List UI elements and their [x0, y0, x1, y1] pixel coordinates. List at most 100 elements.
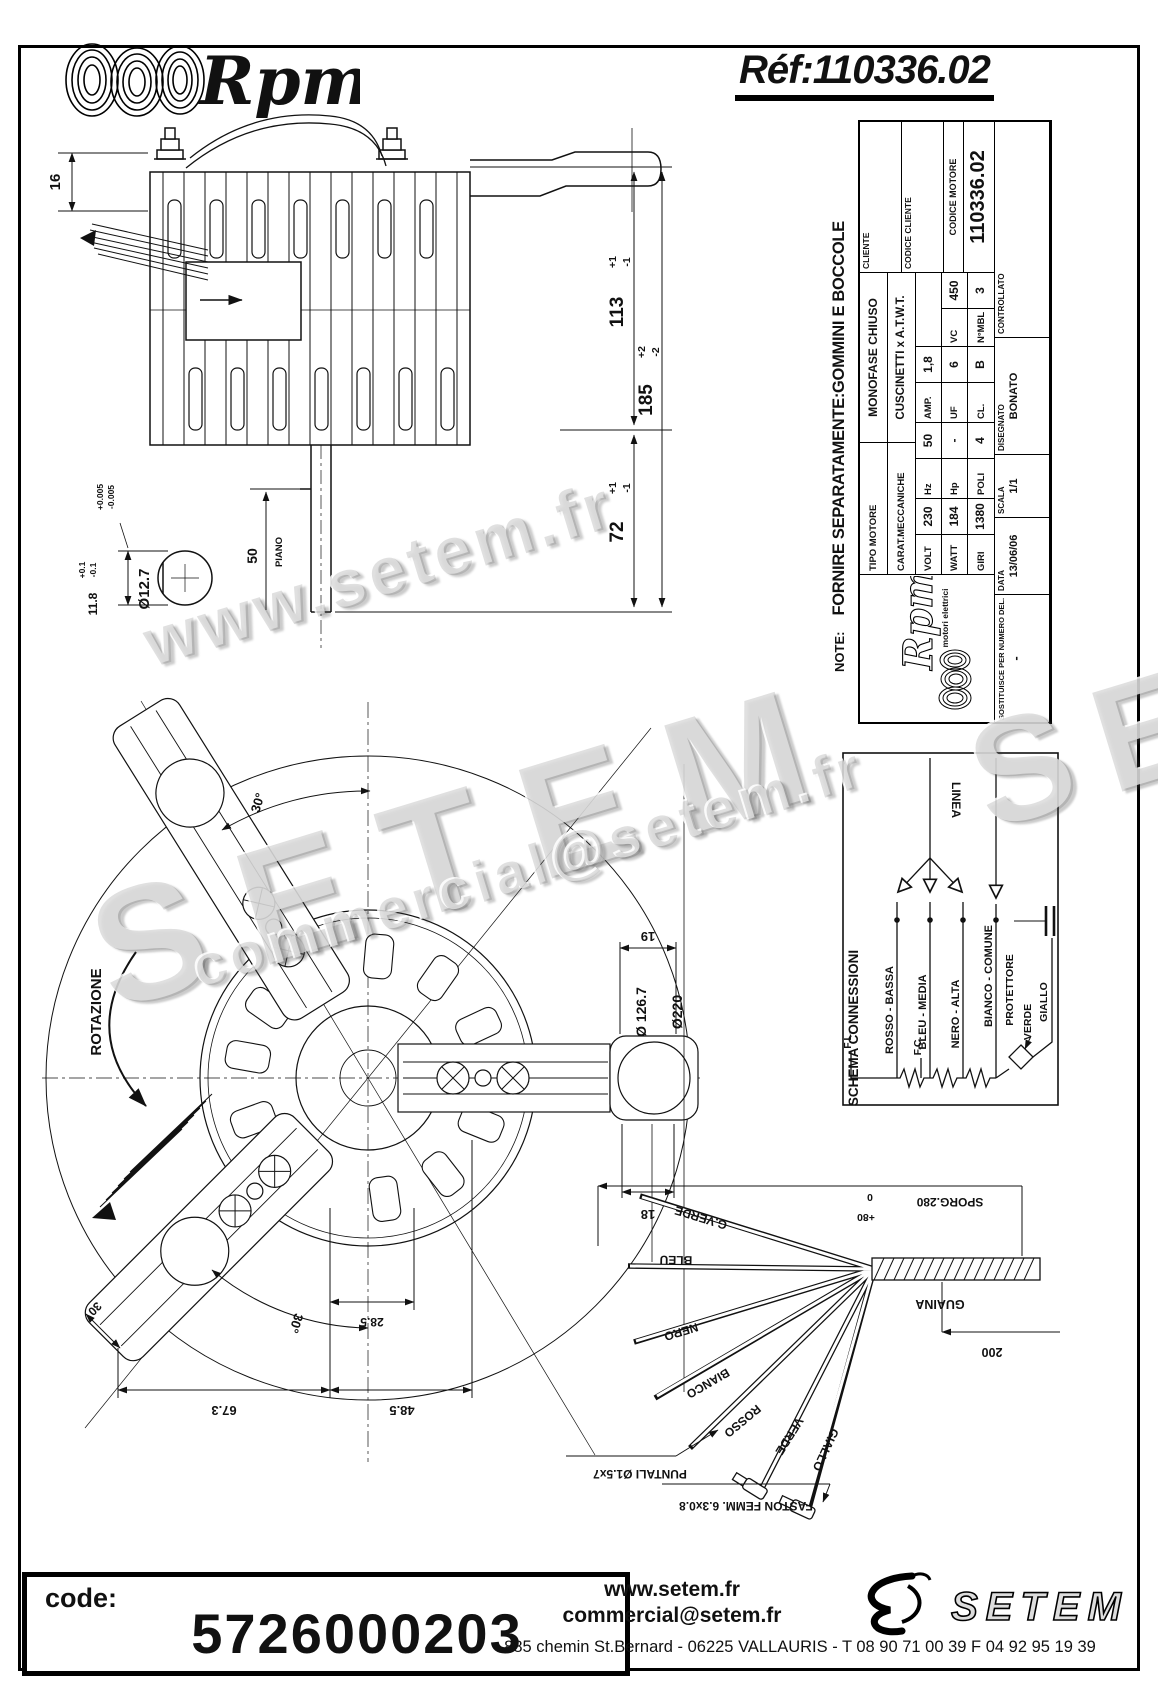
- shaft-detail: [118, 522, 213, 606]
- hp-label: Hp: [942, 458, 968, 498]
- tol-minus-01: -0.1: [88, 562, 98, 577]
- tol-minus-0005: -0.005: [106, 485, 116, 509]
- fornire-note: FORNIRE SEPARATAMENTE:GOMMINI E BOCCOLE: [830, 221, 848, 616]
- sostituisce-value: -: [1008, 656, 1023, 661]
- schema-connessioni: [842, 752, 1059, 1106]
- cable-wires-inner: [629, 1195, 876, 1511]
- sostituisce-cell: SOSTITUISCE PER NUMERO DEL. -: [995, 594, 1050, 722]
- cable-nero: NERO: [663, 1320, 700, 1344]
- spec-blank-cell: [916, 272, 942, 346]
- cl-value: B: [968, 346, 995, 382]
- rpm-logo: Rpm: [65, 42, 360, 120]
- cable-verde: VERDE: [773, 1415, 807, 1457]
- carat-label: CARAT.MECCANICHE: [888, 442, 916, 574]
- controllato-cell: CONTROLLATO: [995, 122, 1050, 337]
- lead-wires: [80, 223, 209, 281]
- dim-50: 50: [244, 548, 260, 564]
- cable-bleu: BLEU: [659, 1253, 692, 1268]
- scala-cell: SCALA 1/1: [995, 454, 1050, 517]
- wire-rosso-bassa: ROSSO - BASSA: [884, 966, 896, 1054]
- dim-113: 113: [607, 297, 628, 328]
- front-view-dims: [85, 764, 685, 1398]
- footer-website: www.setem.fr: [604, 1578, 740, 1601]
- dim-16: 16: [47, 174, 64, 191]
- dim-200: 200: [982, 1345, 1003, 1359]
- disegnato-value: BONATO: [1008, 372, 1020, 420]
- title-block: NOTE: FORNIRE SEPARATAMENTE:GOMMINI E BOC…: [830, 120, 1052, 724]
- giri-value: 1380: [968, 498, 995, 534]
- tb-logo-sub: motori elettrici: [940, 588, 950, 647]
- cliente-label: CLIENTE: [860, 122, 902, 272]
- tb-logo-text: Rpm: [895, 576, 942, 671]
- side-view-dims: [58, 152, 672, 613]
- data-label: DATA: [997, 569, 1006, 591]
- label-verde: VERDE: [1022, 1004, 1034, 1040]
- side-view: [80, 114, 662, 648]
- rpm-logo-small: Rpm motori elettrici: [894, 574, 972, 710]
- data-value: 13/06/06: [1008, 534, 1020, 578]
- dim-72-tol-plus: +1: [607, 482, 619, 494]
- dim-diameter-220: Ø220: [669, 995, 685, 1029]
- label-faston: FASTON FEMM. 6.3x0.8: [679, 1499, 813, 1513]
- stator-slots: [224, 933, 505, 1222]
- code-value: 5726000203: [191, 1602, 523, 1665]
- dim-19: 19: [641, 929, 655, 944]
- wire-bianco-comune: BIANCO - COMUNE: [983, 925, 995, 1027]
- hz-label: Hz: [916, 458, 942, 498]
- tol-plus-0005: +0.005: [95, 484, 105, 511]
- label-guaina: GUAINA: [915, 1297, 964, 1311]
- uf-label: UF: [942, 382, 968, 422]
- setem-brand-text: SETEM: [951, 1585, 1129, 1629]
- sporg-plus-80: +80: [857, 1211, 875, 1223]
- dim-185: 185: [636, 384, 657, 416]
- code-box: code: 5726000203: [22, 1572, 630, 1676]
- angle-top-30: 30°: [248, 791, 268, 814]
- front-wire-bundle: [92, 1093, 213, 1220]
- dim-72-tol-minus: -1: [621, 483, 633, 492]
- amp-value: 1,8: [916, 346, 942, 382]
- dim-113-tol-plus: +1: [607, 256, 619, 268]
- poli-label: POLI: [968, 458, 995, 498]
- label-piano: PIANO: [274, 537, 285, 567]
- dim-67-3: 67.3: [211, 1403, 236, 1418]
- label-fc: F.C.: [912, 1037, 924, 1056]
- front-view: [42, 697, 700, 1462]
- tipo-motore-label: TIPO MOTORE: [860, 442, 888, 574]
- title-block-logo-cell: Rpm motori elettrici: [860, 574, 995, 722]
- data-cell: DATA 13/06/06: [995, 517, 1050, 594]
- wire-bleu-media: BLEU - MEDIA: [917, 974, 929, 1049]
- tol-plus-01: +0.1: [77, 561, 87, 578]
- sostituisce-label: SOSTITUISCE PER NUMERO DEL.: [997, 597, 1006, 720]
- wire-nero-alta: NERO - ALTA: [950, 980, 962, 1049]
- angle-bottom-30: 30°: [286, 1312, 306, 1335]
- setem-logo: SETEM: [867, 1572, 1129, 1636]
- footer-address: 885 chemin St.Bernard - 06225 VALLAURIS …: [504, 1638, 1096, 1656]
- dim-11-8: 11.8: [86, 592, 100, 615]
- cable-gverde: G.VERDE: [673, 1203, 729, 1232]
- codice-cliente-label: CODICE CLIENTE: [902, 122, 944, 272]
- setem-swan-icon: [867, 1572, 932, 1636]
- arm-upper: [112, 697, 350, 1021]
- poli-value: 4: [968, 422, 995, 458]
- dim-diameter-126-7: Ø 126.7: [633, 987, 649, 1037]
- cable-bianco: BIANCO: [684, 1366, 732, 1402]
- watt-label: WATT: [942, 534, 968, 574]
- note-label: NOTE:: [832, 631, 847, 672]
- cable-dims: [566, 1182, 1060, 1503]
- dim-28-5: 28.5: [360, 1315, 384, 1329]
- cl-label: CL.: [968, 382, 995, 422]
- code-label: code:: [45, 1583, 118, 1613]
- dim-72: 72: [607, 521, 628, 542]
- mount-bolts: [154, 127, 408, 160]
- title-block-note-row: NOTE: FORNIRE SEPARATAMENTE:GOMMINI E BOC…: [830, 221, 849, 672]
- codice-motore-label: CODICE MOTORE: [944, 122, 964, 272]
- watt-value: 184: [942, 498, 968, 534]
- schema-title: SCHEMA CONNESSIONI: [846, 950, 861, 1106]
- hp-value: -: [942, 422, 968, 458]
- dim-113-tol-minus: -1: [621, 257, 633, 266]
- mbl-value: 3: [968, 272, 995, 308]
- dim-sporg-280: SPORG.280: [916, 1195, 983, 1209]
- cable-giallo: GIALLO: [810, 1426, 842, 1473]
- amp-label: AMP.: [916, 382, 942, 422]
- brand-text: Rpm: [198, 42, 360, 120]
